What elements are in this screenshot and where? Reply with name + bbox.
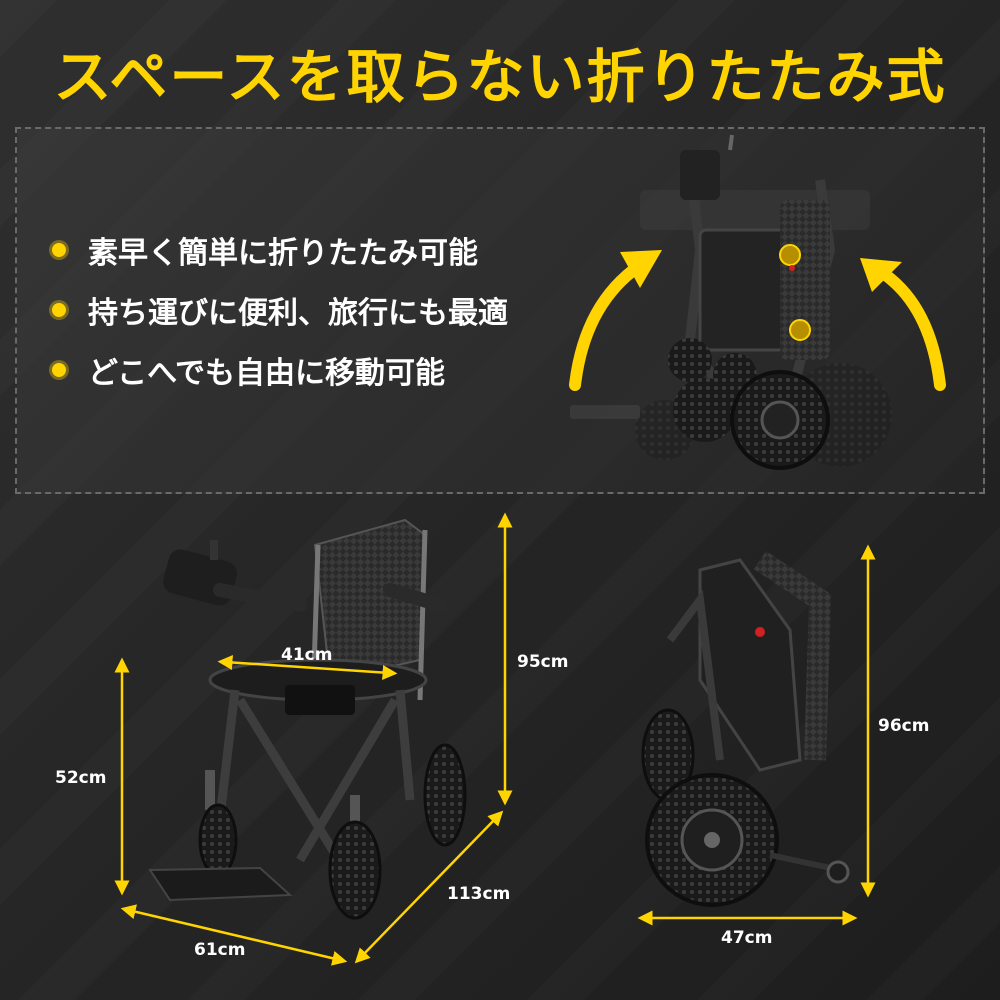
dimension-lines-folded	[637, 544, 876, 926]
feature-text: 素早く簡単に折りたたみ可能	[88, 236, 478, 271]
bullet-icon	[52, 243, 66, 257]
folded-width-label: 47cm	[721, 928, 773, 948]
folding-chair-image	[569, 134, 946, 470]
folded-chair-image	[641, 550, 850, 907]
seat-height-label: 52cm	[55, 768, 107, 788]
feature-item: 持ち運びに便利、旅行にも最適	[52, 288, 508, 332]
feature-item: 素早く簡単に折りたたみ可能	[52, 228, 478, 272]
feature-item: どこへでも自由に移動可能	[52, 348, 445, 392]
feature-text: どこへでも自由に移動可能	[88, 356, 445, 391]
folded-height-label: 96cm	[878, 716, 930, 736]
unfolded-chair-image	[148, 518, 467, 920]
dimension-lines-unfolded	[114, 512, 513, 966]
seat-width-label: 41cm	[281, 645, 333, 665]
page-title: スペースを取らない折りたたみ式	[53, 43, 947, 111]
bullet-icon	[52, 303, 66, 317]
unfolded-length-label: 113cm	[447, 884, 511, 904]
unfolded-height-label: 95cm	[517, 652, 569, 672]
feature-text: 持ち運びに便利、旅行にも最適	[88, 296, 508, 331]
unfolded-width-label: 61cm	[194, 940, 246, 960]
bullet-icon	[52, 363, 66, 377]
